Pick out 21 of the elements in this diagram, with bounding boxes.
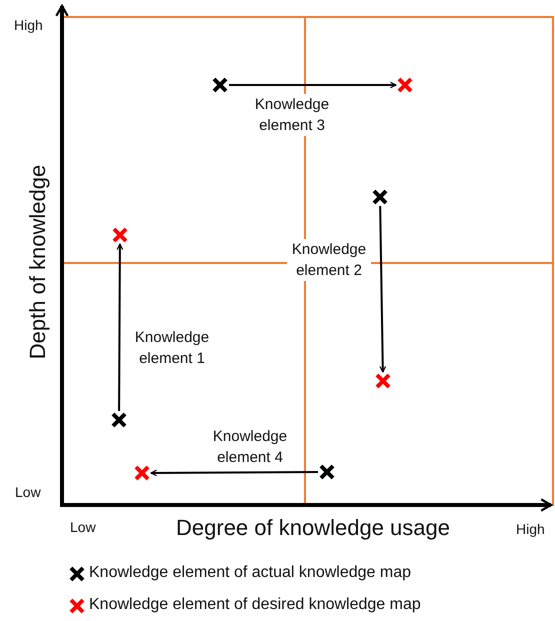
cross-marker	[133, 464, 151, 482]
axis-tick-label: Low	[70, 519, 96, 535]
axis-title: Degree of knowledge usage	[176, 515, 450, 541]
cross-marker	[374, 372, 392, 390]
cross-marker	[211, 76, 229, 94]
arrow	[150, 470, 318, 476]
axis-tick-label: High	[516, 521, 545, 537]
edge-label: Knowledge element 2	[287, 239, 371, 281]
cross-marker	[371, 188, 389, 206]
cross-marker	[396, 76, 414, 94]
arrow	[379, 206, 386, 373]
axis-title: Depth of knowledge	[25, 164, 51, 360]
cross-marker	[318, 463, 336, 481]
legend-label: Knowledge element of desired knowledge map	[89, 596, 421, 614]
cross-marker	[111, 226, 129, 244]
cross-marker	[110, 411, 128, 429]
arrow	[229, 82, 397, 88]
legend-label: Knowledge element of actual knowledge map	[89, 564, 411, 582]
axis-tick-label: High	[14, 17, 43, 33]
arrow	[116, 243, 124, 411]
axis-tick-label: Low	[15, 484, 41, 500]
